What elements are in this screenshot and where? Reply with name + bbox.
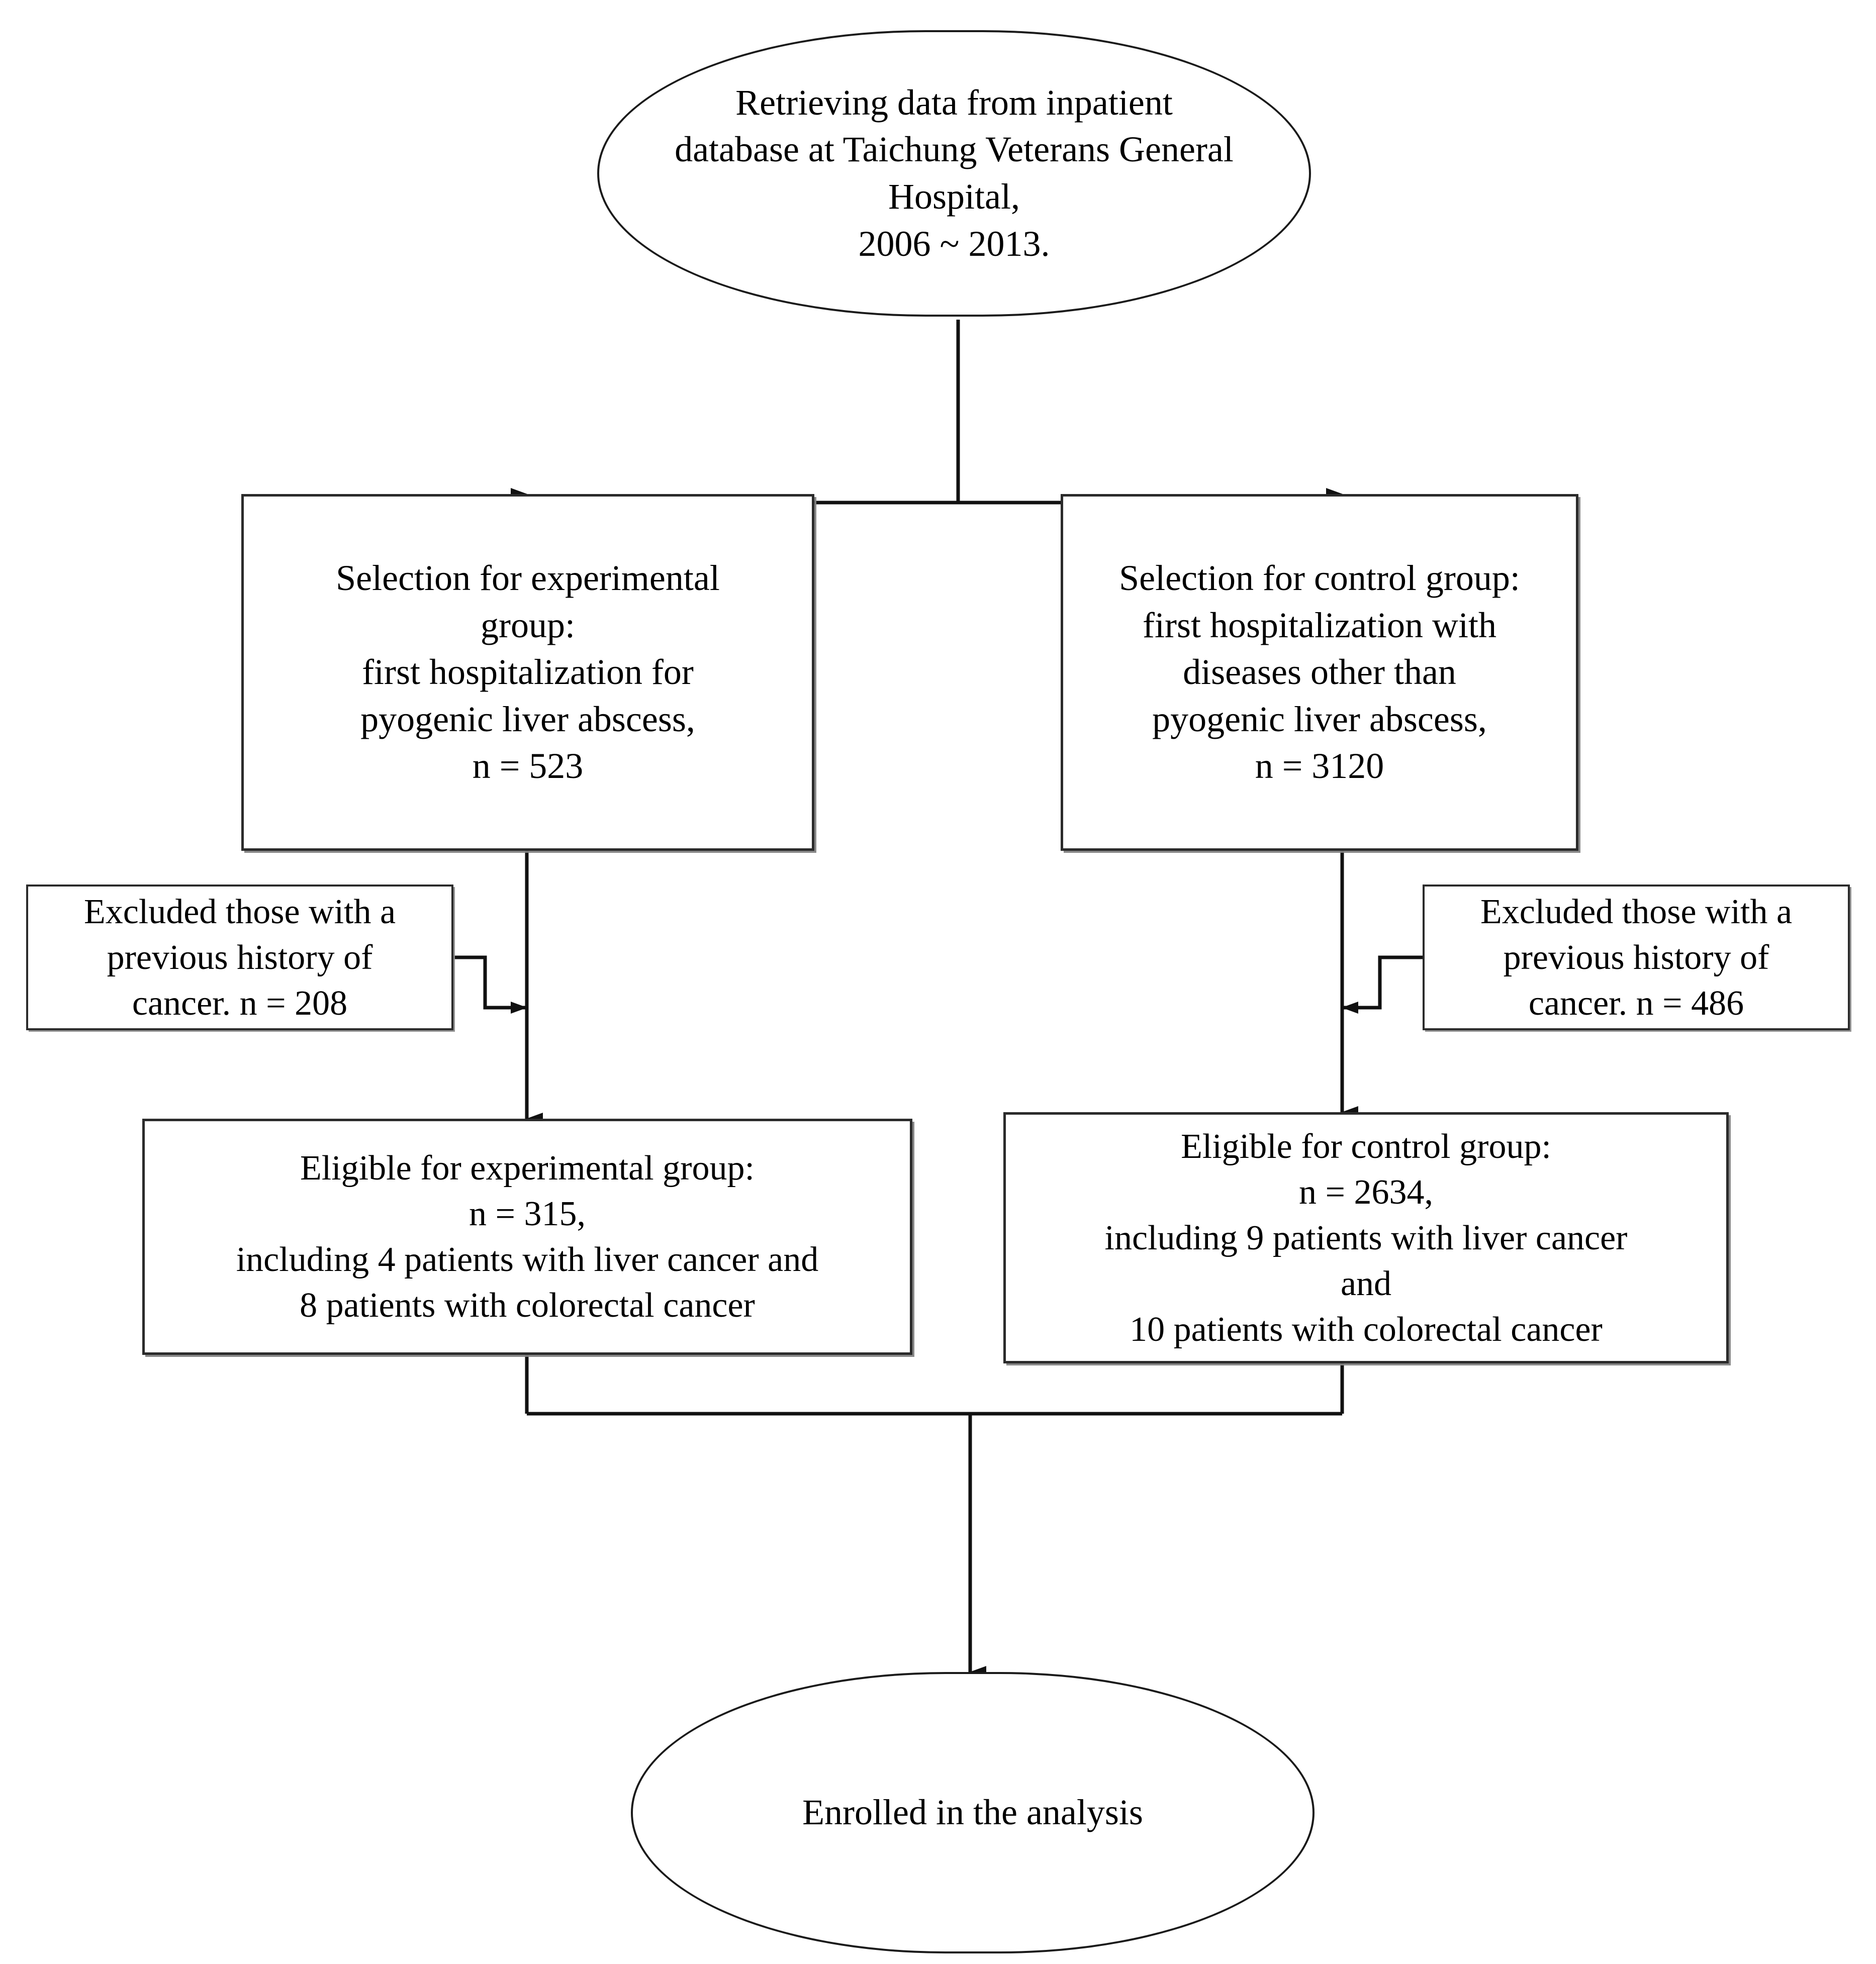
node-experimental-eligible: Eligible for experimental group: n = 315… [142,1119,912,1355]
node-experimental-excluded: Excluded those with a previous history o… [26,885,453,1030]
edge-ctl-excluded-step [1342,955,1423,1014]
node-control-excluded-label: Excluded those with a previous history o… [1480,892,1793,1023]
node-control-selection: Selection for control group: first hospi… [1061,494,1578,851]
node-experimental-eligible-label: Eligible for experimental group: n = 315… [236,1149,819,1325]
node-experimental-excluded-label: Excluded those with a previous history o… [83,892,396,1023]
node-enrolled-in-analysis-label: Enrolled in the analysis [802,1792,1143,1833]
edge-exp-excluded-step [453,955,527,1014]
node-experimental-selection: Selection for experimental group: first … [241,494,814,851]
node-control-selection-label: Selection for control group: first hospi… [1119,558,1520,787]
node-control-excluded: Excluded those with a previous history o… [1423,885,1850,1030]
node-source-database: Retrieving data from inpatient database … [597,30,1311,317]
node-enrolled-in-analysis: Enrolled in the analysis [631,1672,1315,1953]
node-control-eligible-label: Eligible for control group: n = 2634, in… [1104,1127,1628,1349]
node-control-eligible: Eligible for control group: n = 2634, in… [1003,1112,1729,1363]
node-source-database-label: Retrieving data from inpatient database … [675,82,1234,264]
node-experimental-selection-label: Selection for experimental group: first … [336,558,720,787]
